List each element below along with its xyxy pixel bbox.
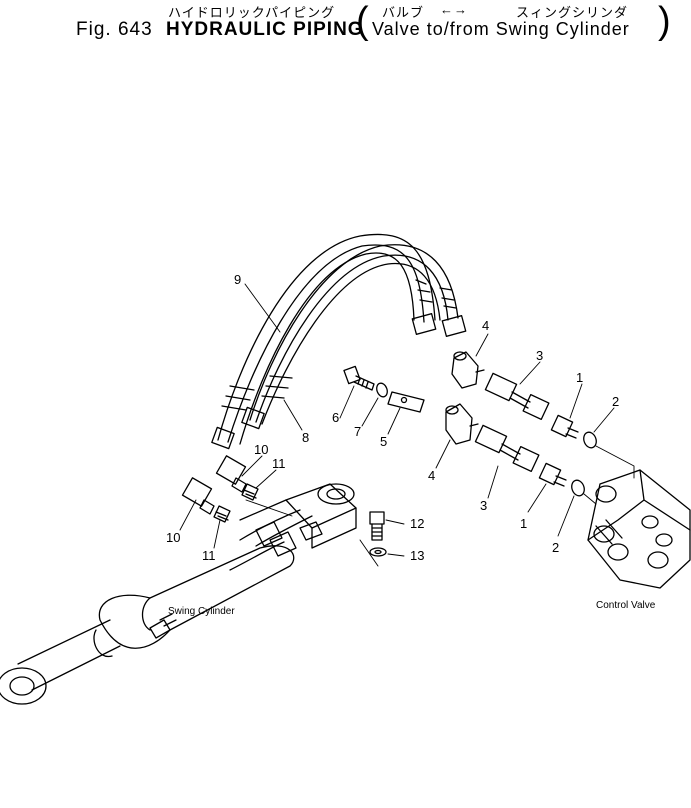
callout-2-lower: 2 xyxy=(552,540,559,555)
callout-3-upper: 3 xyxy=(536,348,543,363)
connectors-11 xyxy=(213,483,259,523)
callout-6: 6 xyxy=(332,410,339,425)
callout-1-lower: 1 xyxy=(520,516,527,531)
control-valve-label: Control Valve xyxy=(596,600,656,611)
plate-5 xyxy=(387,391,425,413)
callout-8: 8 xyxy=(302,430,309,445)
swing-cylinder-label: Swing Cylinder xyxy=(168,606,235,617)
callout-9: 9 xyxy=(234,272,241,287)
callout-7: 7 xyxy=(354,424,361,439)
japanese-subtitle-valve: バルブ xyxy=(382,5,425,20)
callout-5: 5 xyxy=(380,434,387,449)
control-valve xyxy=(587,469,691,589)
japanese-subtitle-cylinder: スィングシリンダ xyxy=(516,5,629,20)
cylinder-head-block xyxy=(239,483,357,557)
callouts: 9 8 4 3 1 2 6 7 5 4 3 1 2 10 11 10 11 12… xyxy=(166,272,656,617)
callout-10-upper: 10 xyxy=(254,442,268,457)
open-paren-glyph: ( xyxy=(356,0,369,42)
o-ring-2-upper xyxy=(583,431,597,449)
callout-13: 13 xyxy=(410,548,424,563)
tee-fitting-4-lower xyxy=(445,403,479,445)
figure-title: HYDRAULIC PIPING xyxy=(166,19,364,40)
swing-cylinder xyxy=(0,509,313,705)
japanese-title: ハイドロリックパイピング xyxy=(168,5,336,20)
callout-2-upper: 2 xyxy=(612,394,619,409)
figure-header: ハイドロリックパイピング ( バルブ ←→ スィングシリンダ ) Fig. 64… xyxy=(0,0,691,50)
callout-4-lower: 4 xyxy=(428,468,435,483)
hose-assembly-9 xyxy=(211,233,467,450)
figure-subtitle: Valve to/from Swing Cylinder xyxy=(372,19,630,39)
callout-12: 12 xyxy=(410,516,424,531)
callout-11-upper: 11 xyxy=(272,456,286,471)
tee-fitting-4-upper xyxy=(451,351,485,389)
callout-11-lower: 11 xyxy=(202,548,216,563)
callout-3-lower: 3 xyxy=(480,498,487,513)
callout-leaders xyxy=(179,283,615,557)
callout-1-upper: 1 xyxy=(576,370,583,385)
japanese-subtitle-arrow: ←→ xyxy=(440,2,468,17)
elbow-fittings-10 xyxy=(181,455,247,515)
hose-3-lower xyxy=(474,424,540,473)
o-ring-2-lower xyxy=(571,479,585,497)
adapter-1-upper xyxy=(550,414,579,439)
washer-13 xyxy=(369,547,387,557)
close-paren-glyph: ) xyxy=(658,0,671,42)
adapter-1-lower xyxy=(538,462,567,487)
washer-7 xyxy=(376,382,388,398)
callout-4-upper: 4 xyxy=(482,318,489,333)
bolt-6 xyxy=(343,365,375,391)
connection-leaders xyxy=(245,445,635,567)
hose-3-upper xyxy=(484,372,550,421)
figure-number: Fig. 643 xyxy=(76,19,153,40)
bolt-12 xyxy=(369,511,385,541)
callout-10-lower: 10 xyxy=(166,530,180,545)
